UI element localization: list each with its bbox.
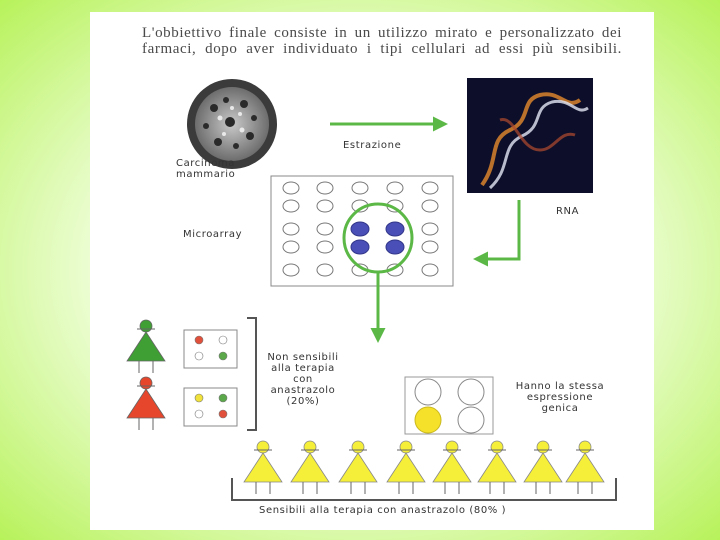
rna-to-microarray-arrow xyxy=(476,200,519,259)
person-figure-icon xyxy=(127,377,165,430)
person-figure-icon xyxy=(339,441,377,494)
person-figure-icon xyxy=(244,441,282,494)
person-figure-icon xyxy=(524,441,562,494)
sensitive-label: Sensibili alla terapia con anastrazolo (… xyxy=(259,505,506,516)
person-figure-icon xyxy=(387,441,425,494)
extraction-label: Estrazione xyxy=(343,140,401,151)
non-sensitive-label: Non sensibili alla terapia con anastrazo… xyxy=(257,352,349,407)
microarray-label: Microarray xyxy=(183,229,242,240)
same-expression-label: Hanno la stessa espressione genica xyxy=(505,381,615,414)
person-figure-icon xyxy=(478,441,516,494)
rna-helix-image xyxy=(467,78,593,193)
carcinoma-label: Carcinoma mammario xyxy=(176,158,235,180)
tumor-cross-section-icon xyxy=(187,79,277,169)
person-figure-icon xyxy=(433,441,471,494)
expression-box-green-figure xyxy=(184,330,237,368)
left-bracket xyxy=(247,318,256,430)
person-figure-icon xyxy=(127,320,165,373)
person-figure-icon xyxy=(291,441,329,494)
person-figure-icon xyxy=(566,441,604,494)
sensitive-figures xyxy=(244,441,604,494)
microarray-grid xyxy=(271,176,453,286)
expression-box-red-figure xyxy=(184,388,237,426)
rna-label: RNA xyxy=(556,206,579,217)
expression-box-large xyxy=(405,377,493,434)
